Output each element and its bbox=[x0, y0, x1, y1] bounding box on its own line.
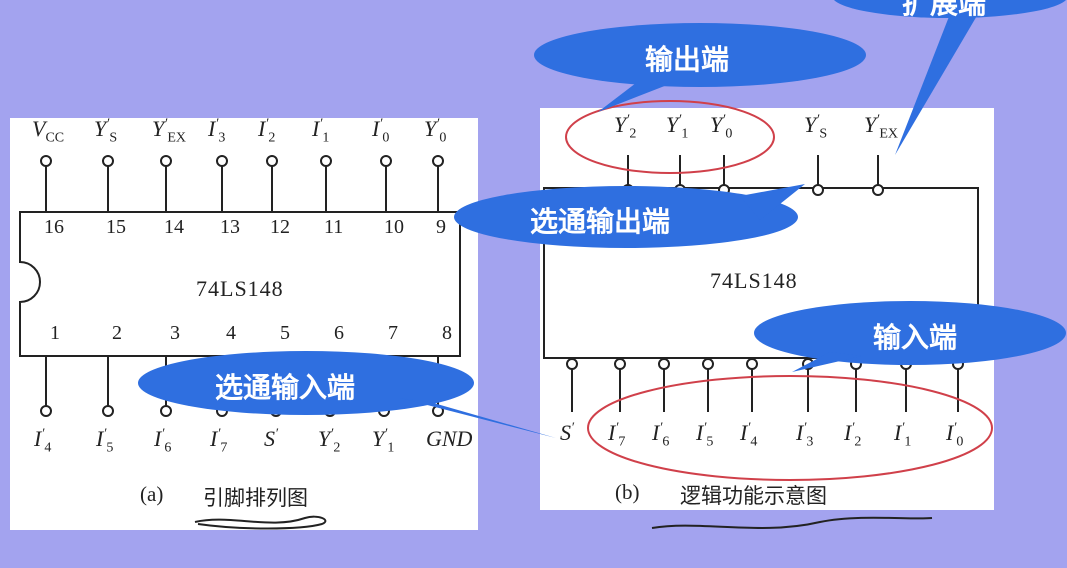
pin-label: I′7 bbox=[608, 420, 626, 450]
input-callout-bubble bbox=[754, 301, 1066, 372]
output-callout-label: 输出端 bbox=[645, 43, 730, 76]
pin-label: Y′2 bbox=[614, 112, 637, 142]
pin-bubble bbox=[872, 184, 884, 196]
extension-callout-bubble bbox=[833, 0, 1067, 155]
pin-bubble bbox=[102, 155, 114, 167]
pin-bubble bbox=[812, 184, 824, 196]
right-caption-underline bbox=[651, 516, 933, 529]
pin-number: 16 bbox=[44, 216, 64, 238]
pin-label: Y′EX bbox=[864, 112, 898, 142]
input-callout-label: 输入端 bbox=[873, 321, 958, 354]
pin-number: 12 bbox=[270, 216, 290, 238]
pin-label: I′2 bbox=[844, 420, 862, 450]
pin-label: Y′EX bbox=[152, 116, 186, 146]
pin-label: I′0 bbox=[946, 420, 964, 450]
pin-bubble bbox=[380, 155, 392, 167]
pin-label: I′1 bbox=[894, 420, 912, 450]
pin-label: Y′1 bbox=[666, 112, 689, 142]
pin-label: I′6 bbox=[652, 420, 670, 450]
pin-bubble bbox=[160, 405, 172, 417]
pin-label: I′4 bbox=[34, 426, 52, 456]
pin-diagram-panel bbox=[10, 118, 478, 530]
pin-number: 11 bbox=[324, 216, 344, 238]
pin-label: Y′0 bbox=[710, 112, 733, 142]
pin-label: Y′S bbox=[804, 112, 828, 142]
pin-number: 7 bbox=[388, 322, 398, 344]
pin-number: 10 bbox=[384, 216, 404, 238]
pin-label: I′3 bbox=[208, 116, 226, 146]
strobe-input-callout-label: 选通输入端 bbox=[215, 371, 356, 404]
pin-bubble bbox=[266, 155, 278, 167]
left-caption-underline bbox=[194, 515, 327, 530]
pin-number: 13 bbox=[220, 216, 240, 238]
pin-bubble bbox=[216, 155, 228, 167]
pin-number: 15 bbox=[106, 216, 126, 238]
pin-bubble bbox=[566, 358, 578, 370]
pin-label: I′3 bbox=[796, 420, 814, 450]
input-group-ellipse bbox=[587, 375, 993, 481]
pin-bubble bbox=[702, 358, 714, 370]
pin-label: VCC bbox=[32, 116, 65, 146]
left-caption-text: 引脚排列图 bbox=[203, 486, 308, 510]
pin-label: Y′2 bbox=[318, 426, 341, 456]
pin-label: I′6 bbox=[154, 426, 172, 456]
right-chip-name: 74LS148 bbox=[710, 268, 798, 293]
left-caption-letter: (a) bbox=[140, 482, 164, 506]
pin-label: I′2 bbox=[258, 116, 276, 146]
pin-number: 6 bbox=[334, 322, 344, 344]
pin-number: 2 bbox=[112, 322, 122, 344]
extension-callout-label: 扩展端 bbox=[902, 0, 987, 20]
pin-label: S′ bbox=[560, 420, 575, 445]
output-group-ellipse bbox=[565, 100, 775, 174]
pin-bubble bbox=[40, 155, 52, 167]
right-caption-text: 逻辑功能示意图 bbox=[680, 484, 827, 508]
pin-label: I′4 bbox=[740, 420, 758, 450]
left-chip-name: 74LS148 bbox=[196, 276, 284, 301]
right-chip-body bbox=[543, 187, 979, 359]
strobe-output-callout-bubble bbox=[454, 184, 805, 248]
right-caption-letter: (b) bbox=[615, 480, 640, 504]
pin-bubble bbox=[160, 155, 172, 167]
pin-number: 5 bbox=[280, 322, 290, 344]
pin-label: GND bbox=[426, 426, 473, 451]
pin-label: I′5 bbox=[696, 420, 714, 450]
pin-bubble bbox=[102, 405, 114, 417]
pin-bubble bbox=[432, 155, 444, 167]
pin-bubble bbox=[320, 155, 332, 167]
pin-label: I′5 bbox=[96, 426, 114, 456]
left-top-pin-lines bbox=[40, 155, 444, 212]
pin-number: 9 bbox=[436, 216, 446, 238]
pin-label: I′1 bbox=[312, 116, 330, 146]
strobe-input-callout-bubble bbox=[138, 351, 556, 438]
output-callout-bubble bbox=[534, 23, 866, 112]
pin-bubble bbox=[746, 358, 758, 370]
pin-label: I′0 bbox=[372, 116, 390, 146]
pin-label: Y′0 bbox=[424, 116, 447, 146]
pin-number: 3 bbox=[170, 322, 180, 344]
left-chip-body bbox=[19, 211, 461, 357]
pin-label: Y′1 bbox=[372, 426, 395, 456]
pin-label: Y′S bbox=[94, 116, 118, 146]
pin-bubble bbox=[40, 405, 52, 417]
pin-bubble bbox=[658, 358, 670, 370]
pin-number: 4 bbox=[226, 322, 236, 344]
pin-label: S′ bbox=[264, 426, 279, 451]
pin-bubble bbox=[614, 358, 626, 370]
pin-number: 1 bbox=[50, 322, 60, 344]
pin-number: 14 bbox=[164, 216, 184, 238]
strobe-output-callout-label: 选通输出端 bbox=[530, 205, 671, 238]
pin-number: 8 bbox=[442, 322, 452, 344]
pin-label: I′7 bbox=[210, 426, 228, 456]
